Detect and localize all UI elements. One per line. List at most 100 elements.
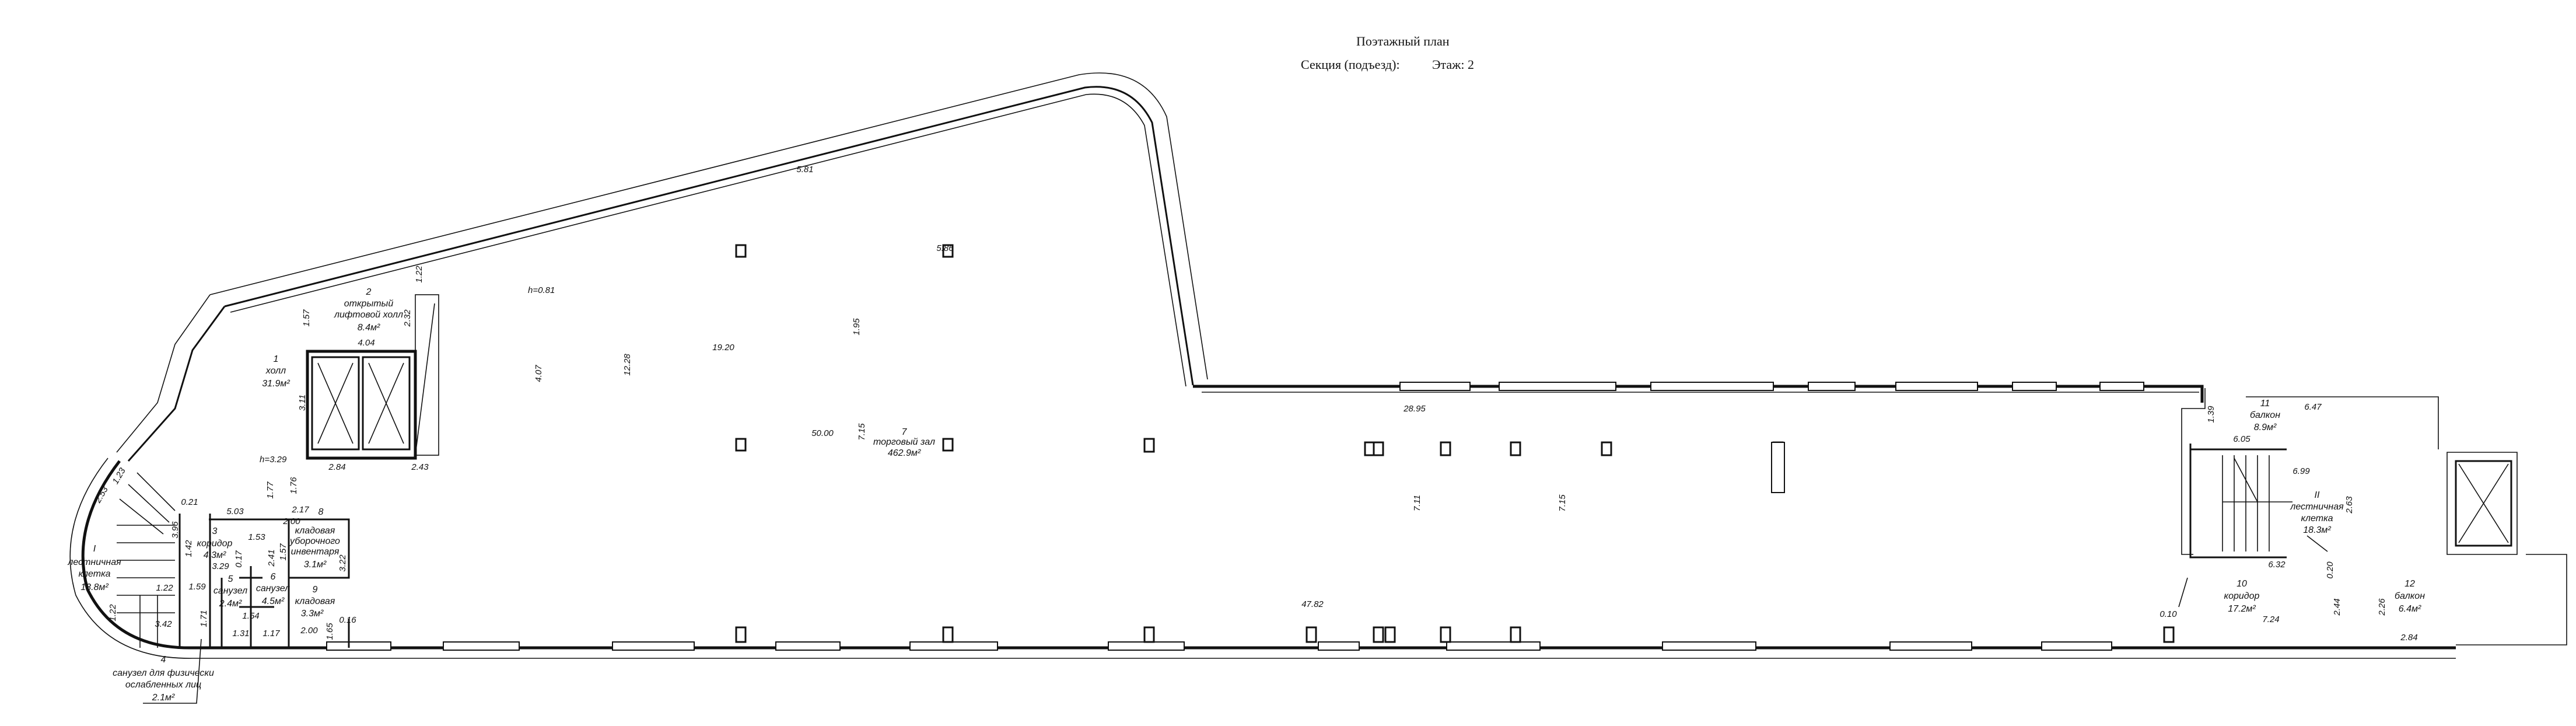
room-number: 10	[2236, 579, 2247, 589]
room-area: 462.9м²	[888, 448, 921, 458]
dimension: 2.43	[411, 462, 429, 472]
windows	[326, 382, 2144, 651]
dimension: 6.05	[2233, 434, 2250, 444]
room-name: лестничная	[67, 557, 121, 567]
room-name: лифтовой холл	[334, 310, 403, 320]
dimension: 1.54	[242, 611, 259, 621]
room-number: 4	[161, 655, 166, 665]
dimension: 0.17	[234, 550, 244, 568]
room-name: санузел для физически	[113, 668, 214, 678]
dimension: 47.82	[1301, 599, 1324, 609]
room-number: 1	[274, 354, 279, 364]
room-area: 13.8м²	[80, 582, 108, 592]
room-number: 3	[212, 526, 218, 536]
room-2-label: 2 открытый лифтовой холл 8.4м²	[334, 287, 403, 333]
room-labels: 1 холл 31.9м² 2 открытый лифтовой холл 8…	[67, 287, 2425, 703]
dimension: 7.15	[1558, 494, 1567, 512]
room-number: II	[2315, 490, 2320, 500]
dimension: 1.76	[289, 477, 299, 494]
room-I-label: I лестничная клетка 13.8м²	[67, 544, 121, 592]
dimension: 2.63	[2344, 496, 2354, 514]
dimension: 1.22	[414, 266, 424, 283]
dimension: 2.41	[267, 549, 276, 567]
room-area: 2.4м²	[219, 599, 242, 609]
dimension: 1.77	[265, 481, 275, 499]
room-name: санузел	[256, 584, 290, 594]
room-name: ослабленных лиц	[125, 680, 201, 690]
dimension: 1.31	[232, 629, 249, 638]
interior-walls	[117, 455, 2292, 648]
dimension: 6.47	[2304, 402, 2322, 412]
dimension: 1.22	[108, 604, 118, 622]
section-label: Секция (подъезд):	[1301, 57, 1400, 72]
dimension: 1.42	[184, 540, 194, 557]
room-name: коридор	[197, 539, 233, 549]
height-label-hall: h=3.29	[260, 455, 287, 465]
room-name: клетка	[2301, 514, 2333, 523]
room-number: 8	[318, 507, 324, 517]
room-name: холл	[265, 366, 286, 376]
room-number: I	[93, 544, 96, 554]
leader-lines	[143, 535, 2328, 704]
columns	[735, 244, 2175, 643]
dimension: 0.10	[2160, 609, 2177, 619]
dimension-labels: 1.57 2.32 1.22 4.04 3.11 4.07 2.84 2.43 …	[93, 165, 2418, 643]
room-II-label: II лестничная клетка 18.3м²	[2290, 490, 2344, 535]
room-area: 4.5м²	[262, 596, 285, 606]
room-area: 2.1м²	[152, 693, 175, 703]
dimension: 19.20	[712, 343, 734, 352]
room-1-label: 1 холл 31.9м²	[262, 354, 290, 389]
room-name: лестничная	[2290, 502, 2344, 512]
dimension: 7.15	[857, 423, 867, 441]
dimension: 0.20	[2325, 561, 2335, 579]
dimension: 1.71	[199, 610, 209, 627]
room-8-label: 8 кладовая уборочного инвентаря 3.1м²	[289, 507, 340, 570]
room-area: 8.9м²	[2254, 423, 2277, 432]
room-number: 2	[366, 287, 372, 297]
dimension: 1.57	[278, 543, 288, 561]
dimension: 4.04	[358, 338, 374, 348]
dimension: 2.84	[2400, 633, 2417, 643]
dimension: 7.24	[2262, 615, 2279, 624]
dimension: 2.32	[402, 309, 412, 327]
room-area: 4.3м²	[204, 550, 226, 560]
dimension: 1.95	[852, 318, 862, 336]
dimension: 1.22	[156, 583, 173, 593]
room-name: санузел	[214, 586, 247, 596]
room-name: кладовая	[295, 596, 335, 606]
room-number: 12	[2404, 579, 2415, 589]
dimension: 1.65	[325, 623, 335, 640]
room-number: 6	[271, 572, 276, 582]
room-name: уборочного	[289, 536, 340, 546]
dimension: 4.07	[534, 365, 544, 382]
dimension: 5.81	[796, 165, 813, 174]
room-number: 5	[228, 574, 233, 584]
dimension: 1.59	[188, 582, 206, 592]
room-4-label: 4 санузел для физически ослабленных лиц …	[113, 655, 214, 703]
dimension: 3.11	[298, 395, 307, 411]
room-area: 3.3м²	[301, 609, 324, 619]
dimension: 3.29	[212, 561, 229, 571]
room-number: 9	[313, 585, 318, 595]
dimension: 2.17	[291, 505, 309, 515]
room-name: инвентаря	[291, 547, 340, 557]
room-name: коридор	[2224, 591, 2260, 601]
room-12-label: 12 балкон 6.4м²	[2395, 579, 2425, 614]
room-name: балкон	[2395, 591, 2425, 601]
dimension: 0.21	[181, 497, 198, 507]
dimension: 5.86	[936, 243, 954, 253]
dimension: 2.44	[2332, 598, 2342, 616]
room-7-label: 7 торговый зал 462.9м²	[873, 427, 935, 458]
dimension: 3.96	[170, 521, 180, 539]
room-name: кладовая	[295, 526, 335, 536]
dimension: 1.17	[262, 629, 280, 638]
dimension: 12.28	[622, 354, 632, 376]
room-area: 17.2м²	[2228, 604, 2256, 614]
room-area: 8.4м²	[358, 323, 380, 333]
dimension: 0.16	[339, 615, 356, 625]
exterior-walls	[69, 72, 2567, 659]
room-area: 6.4м²	[2399, 604, 2421, 614]
dimension: 7.11	[1412, 495, 1422, 511]
room-11-label: 11 балкон 8.9м²	[2250, 399, 2280, 432]
